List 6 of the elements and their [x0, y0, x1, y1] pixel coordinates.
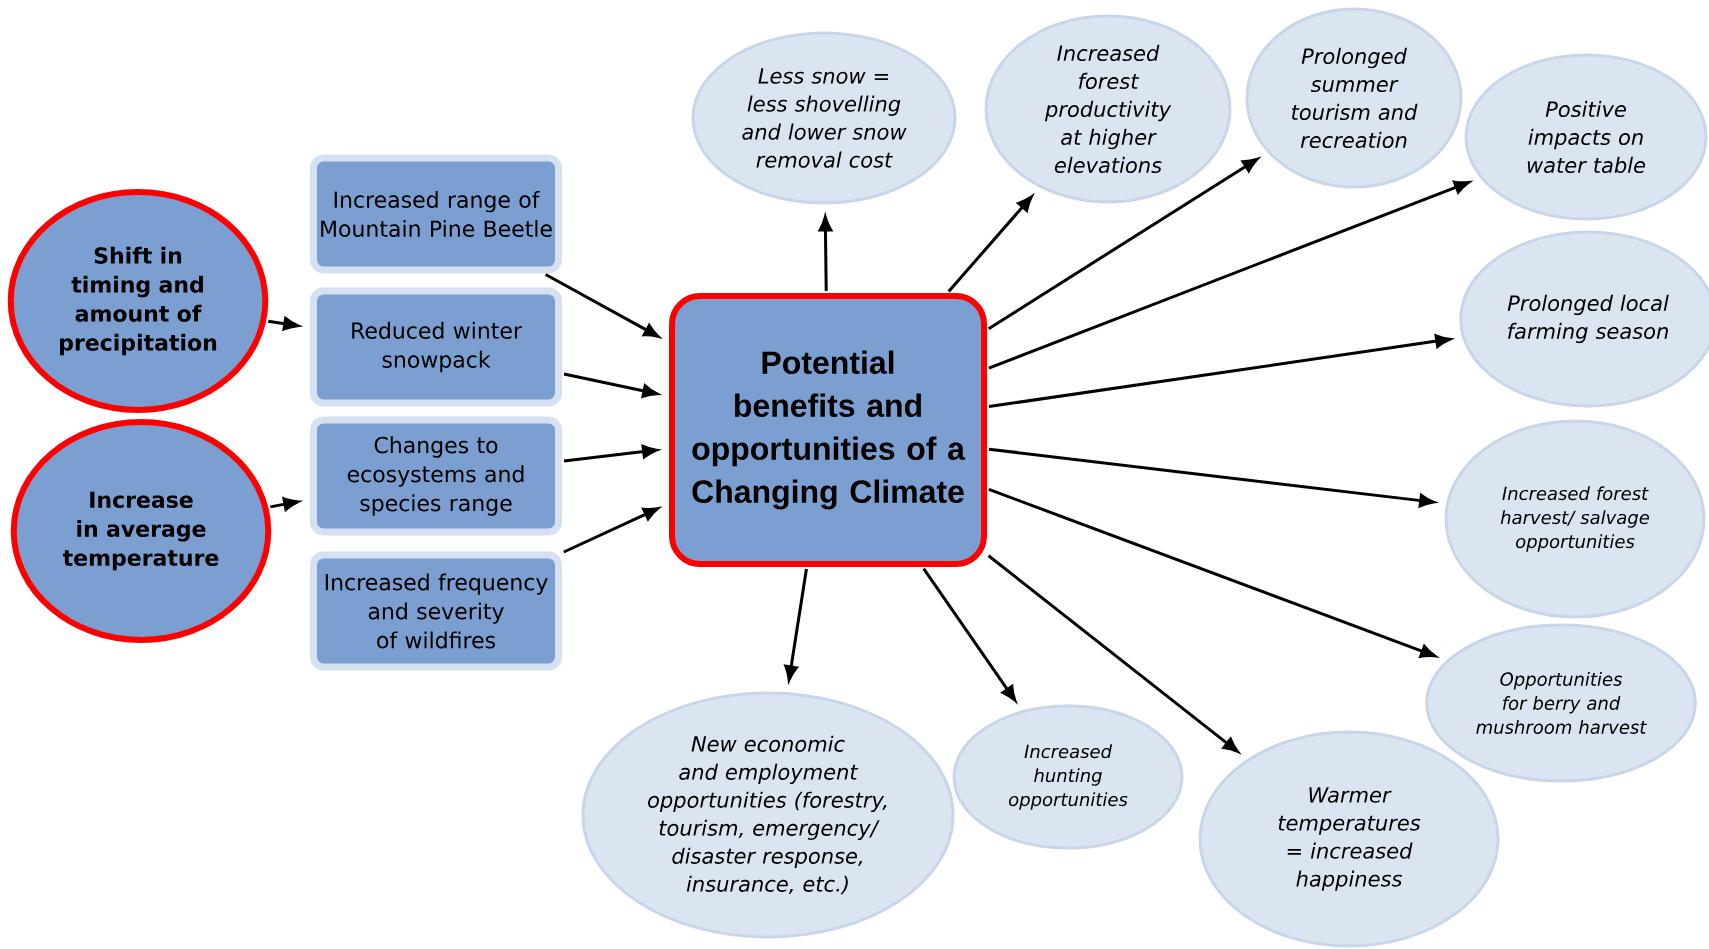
- effect-box: Increased frequency and severity of wildfires: [310, 551, 562, 671]
- effect-box: Increased range of Mountain Pine Beetle: [310, 154, 562, 274]
- central-box: Potential benefits and opportunities of a Changing Climate: [669, 293, 987, 567]
- effect-box: Reduced winter snowpack: [310, 287, 562, 407]
- effect-box: Changes to ecosystems and species range: [310, 416, 562, 536]
- arrow: [544, 273, 660, 338]
